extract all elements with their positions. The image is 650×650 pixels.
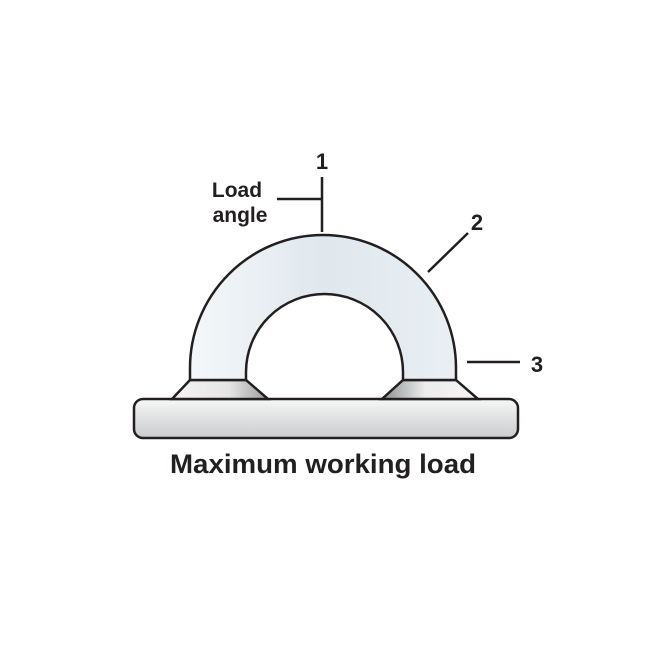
callout-3-label: 3 [531, 352, 543, 377]
base-plate [132, 397, 520, 440]
load-angle-label-line1: Load [212, 179, 262, 202]
load-angle-label-line2: angle [213, 204, 268, 227]
callout-2-label: 2 [471, 210, 483, 235]
arch [188, 233, 458, 382]
diagram-title: Maximum working load [170, 449, 476, 479]
right-foot [378, 378, 482, 401]
callout-2-line [427, 232, 469, 273]
callout-1-label: 1 [316, 149, 328, 174]
left-foot [169, 378, 272, 401]
